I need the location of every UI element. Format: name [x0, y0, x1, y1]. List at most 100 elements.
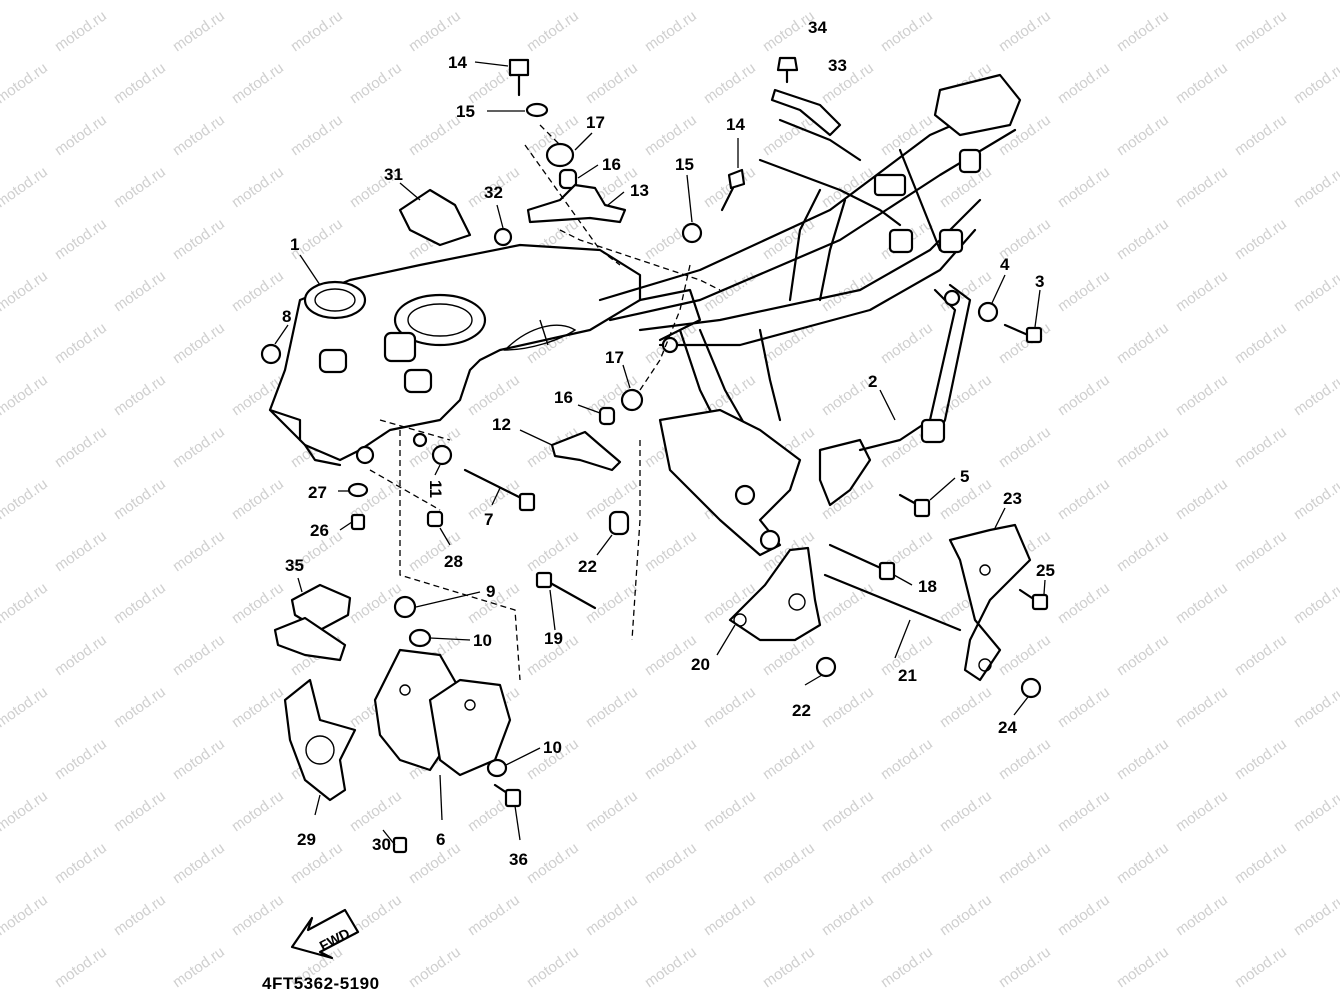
watermark-text: motod.ru: [1114, 631, 1172, 679]
watermark-text: motod.ru: [0, 787, 51, 835]
assembly-lines: [369, 124, 721, 681]
callout-12: 12: [492, 415, 511, 434]
watermark-text: motod.ru: [347, 787, 405, 835]
watermark-text: motod.ru: [229, 579, 287, 627]
watermark-text: motod.ru: [347, 0, 405, 3]
watermark-text: motod.ru: [1232, 319, 1290, 367]
diagram-code: 4FT5362-5190: [262, 974, 380, 993]
callout-14: 14: [448, 53, 467, 72]
watermark-text: motod.ru: [1055, 267, 1113, 315]
watermark-text: motod.ru: [288, 7, 346, 55]
watermark-text: motod.ru: [1173, 0, 1231, 3]
watermark-text: motod.ru: [0, 267, 51, 315]
watermark-text: motod.ru: [1232, 423, 1290, 471]
watermark-text: motod.ru: [1114, 943, 1172, 991]
watermark-text: motod.ru: [111, 371, 169, 419]
watermark-text: motod.ru: [111, 579, 169, 627]
watermark-text: motod.ru: [1291, 59, 1340, 107]
callout-14: 14: [726, 115, 745, 134]
watermark-text: motod.ru: [0, 59, 51, 107]
watermark-text: motod.ru: [347, 59, 405, 107]
watermark-text: motod.ru: [937, 891, 995, 939]
watermark-text: motod.ru: [1114, 423, 1172, 471]
callout-6: 6: [436, 830, 445, 849]
watermark-text: motod.ru: [111, 163, 169, 211]
watermark-text: motod.ru: [701, 267, 759, 315]
watermark-text: motod.ru: [1173, 59, 1231, 107]
watermark-text: motod.ru: [760, 839, 818, 887]
callout-22: 22: [578, 557, 597, 576]
watermark-text: motod.ru: [52, 319, 110, 367]
callout-2: 2: [868, 372, 877, 391]
watermark-text: motod.ru: [52, 943, 110, 991]
watermark-text: motod.ru: [1055, 787, 1113, 835]
callout-27: 27: [308, 483, 327, 502]
watermark-text: motod.ru: [760, 735, 818, 783]
watermark-text: motod.ru: [878, 735, 936, 783]
callout-33: 33: [828, 56, 847, 75]
watermark-text: motod.ru: [819, 891, 877, 939]
watermark-text: motod.ru: [406, 943, 464, 991]
watermark-text: motod.ru: [701, 683, 759, 731]
watermark-text: motod.ru: [170, 839, 228, 887]
watermark-text: motod.ru: [1232, 527, 1290, 575]
watermark-text: motod.ru: [583, 891, 641, 939]
watermark-text: motod.ru: [170, 631, 228, 679]
watermark-text: motod.ru: [878, 319, 936, 367]
watermark-text: motod.ru: [1114, 319, 1172, 367]
watermark-text: motod.ru: [229, 59, 287, 107]
watermark-text: motod.ru: [52, 631, 110, 679]
watermark-text: motod.ru: [1291, 371, 1340, 419]
watermark-text: motod.ru: [1291, 267, 1340, 315]
watermark-text: motod.ru: [1055, 371, 1113, 419]
watermark-text: motod.ru: [760, 943, 818, 991]
watermark-text: motod.ru: [1173, 787, 1231, 835]
watermark-text: motod.ru: [937, 0, 995, 3]
watermark-text: motod.ru: [0, 475, 51, 523]
watermark-text: motod.ru: [1291, 891, 1340, 939]
watermark-text: motod.ru: [229, 787, 287, 835]
watermark-text: motod.ru: [52, 7, 110, 55]
watermark-text: motod.ru: [0, 0, 51, 3]
watermark-text: motod.ru: [937, 683, 995, 731]
watermark-text: motod.ru: [111, 0, 169, 3]
watermark-text: motod.ru: [170, 319, 228, 367]
watermark-text: motod.ru: [0, 579, 51, 627]
watermark-text: motod.ru: [52, 111, 110, 159]
watermark-text: motod.ru: [1173, 371, 1231, 419]
watermark-text: motod.ru: [229, 267, 287, 315]
watermark-text: motod.ru: [52, 423, 110, 471]
watermark-text: motod.ru: [1232, 839, 1290, 887]
watermark-text: motod.ru: [170, 735, 228, 783]
watermark-text: motod.ru: [937, 787, 995, 835]
watermark-text: motod.ru: [111, 59, 169, 107]
watermark-text: motod.ru: [878, 7, 936, 55]
watermark-text: motod.ru: [819, 267, 877, 315]
watermark-text: motod.ru: [1173, 579, 1231, 627]
watermark-text: motod.ru: [642, 111, 700, 159]
watermark-text: motod.ru: [642, 943, 700, 991]
callout-20: 20: [691, 655, 710, 674]
watermark-text: motod.ru: [229, 0, 287, 3]
watermark-text: motod.ru: [878, 839, 936, 887]
watermark-text: motod.ru: [524, 527, 582, 575]
watermark-text: motod.ru: [170, 527, 228, 575]
watermark-text: motod.ru: [996, 735, 1054, 783]
callout-16: 16: [554, 388, 573, 407]
callout-15: 15: [675, 155, 694, 174]
watermark-text: motod.ru: [1114, 527, 1172, 575]
callout-7: 7: [484, 510, 493, 529]
watermark-text: motod.ru: [1232, 735, 1290, 783]
watermark-text: motod.ru: [229, 891, 287, 939]
watermark-text: motod.ru: [1173, 475, 1231, 523]
callout-32: 32: [484, 183, 503, 202]
watermark-text: motod.ru: [819, 787, 877, 835]
watermark-text: motod.ru: [642, 527, 700, 575]
callout-28: 28: [444, 552, 463, 571]
watermark-text: motod.ru: [0, 683, 51, 731]
watermark-text: motod.ru: [0, 163, 51, 211]
fwd-arrow-icon: FWD: [290, 908, 360, 960]
watermark-text: motod.ru: [701, 787, 759, 835]
watermark-text: motod.ru: [1232, 215, 1290, 263]
callout-10: 10: [473, 631, 492, 650]
